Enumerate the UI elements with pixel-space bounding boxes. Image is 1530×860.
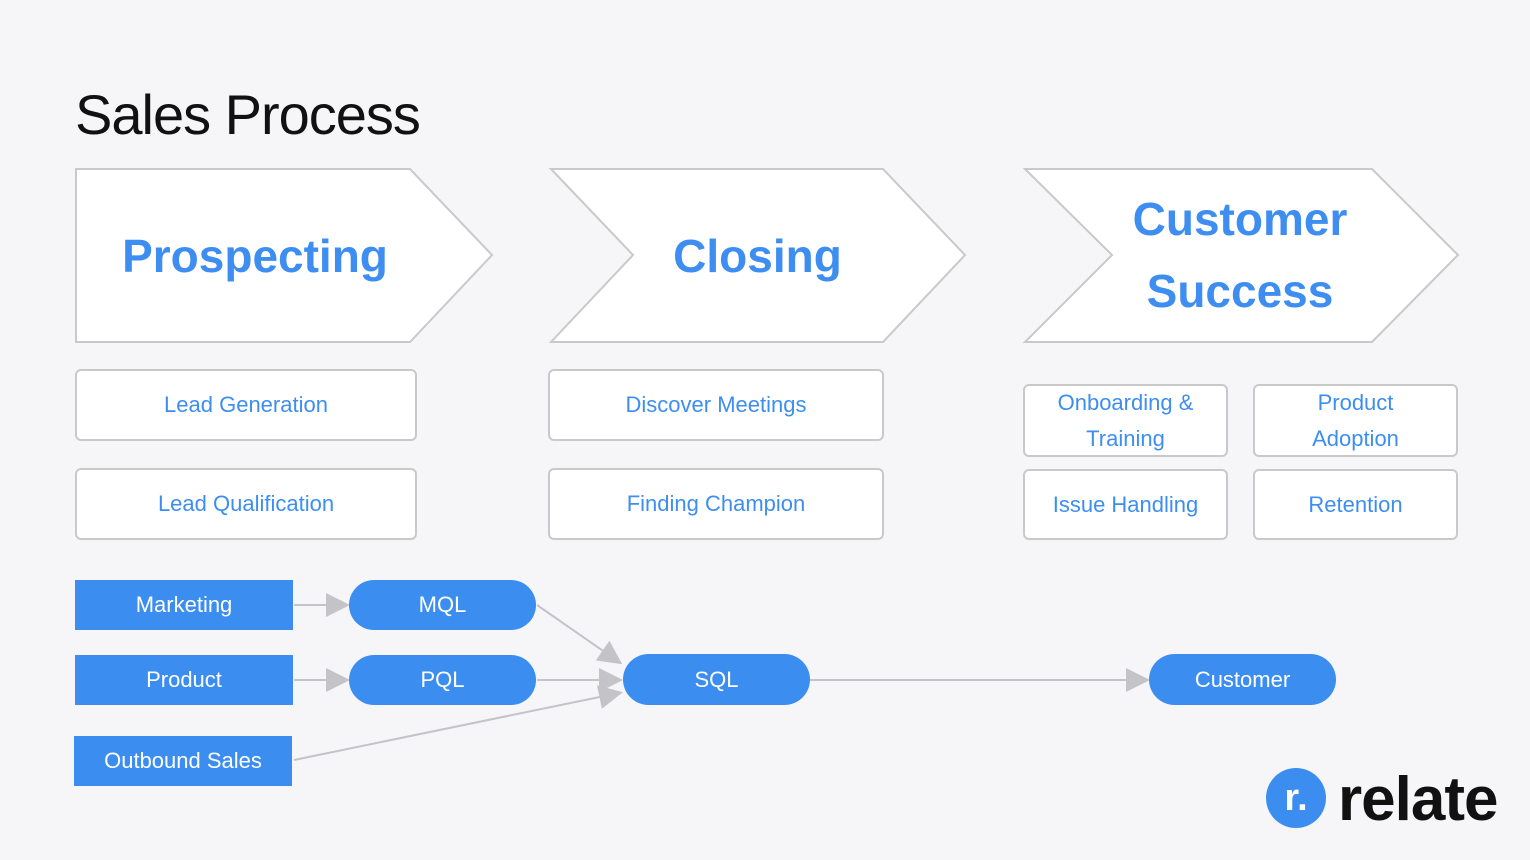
- pill-customer: Customer: [1149, 654, 1336, 705]
- source-outbound-sales: Outbound Sales: [74, 736, 292, 786]
- stage-shape-prospecting: [75, 168, 494, 343]
- stage-shape-customer-success: [1022, 168, 1460, 343]
- activity-product-adoption: Product Adoption: [1253, 384, 1458, 457]
- stage-shape-closing: [548, 168, 967, 343]
- pill-sql: SQL: [623, 654, 810, 705]
- activity-discover-meetings: Discover Meetings: [548, 369, 884, 441]
- activity-lead-qualification: Lead Qualification: [75, 468, 417, 540]
- stage-label-prospecting: Prospecting: [122, 230, 388, 282]
- relate-logo-mark: r.: [1266, 768, 1326, 828]
- arrow-outbound-sql: [293, 685, 623, 761]
- activity-retention: Retention: [1253, 469, 1458, 540]
- relate-logo-text: relate: [1338, 765, 1498, 834]
- page-title: Sales Process: [75, 83, 421, 146]
- activity-onboarding-training: Onboarding & Training: [1023, 384, 1228, 457]
- arrow-mql-sql: [536, 604, 623, 665]
- pill-pql: PQL: [349, 655, 536, 705]
- activity-issue-handling: Issue Handling: [1023, 469, 1228, 540]
- stage-label-closing: Closing: [673, 230, 842, 282]
- source-product: Product: [75, 655, 293, 705]
- stage-label-customer-success: Customer Success: [1132, 193, 1348, 317]
- activity-finding-champion: Finding Champion: [548, 468, 884, 540]
- pill-mql: MQL: [349, 580, 536, 630]
- activity-lead-generation: Lead Generation: [75, 369, 417, 441]
- source-marketing: Marketing: [75, 580, 293, 630]
